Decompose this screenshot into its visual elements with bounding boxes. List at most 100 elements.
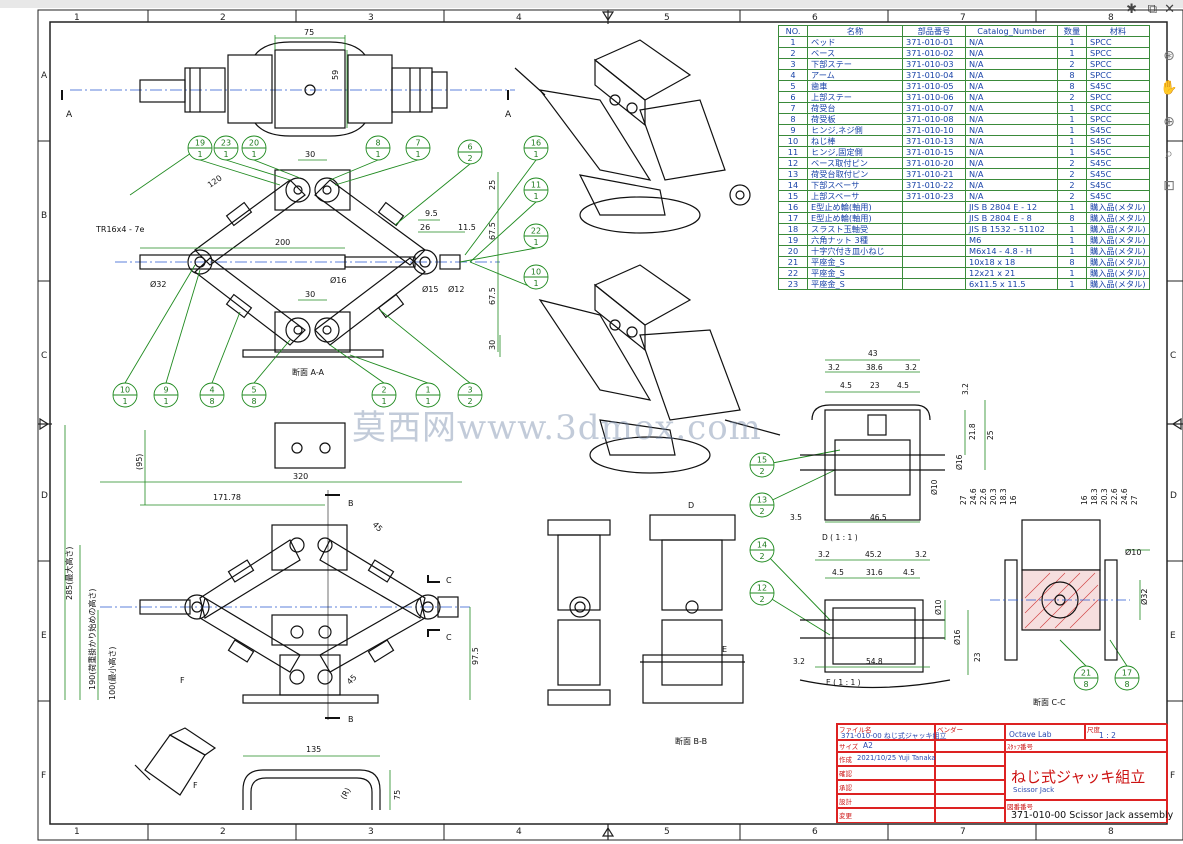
balloon-number: 20	[249, 139, 259, 148]
bom-cell: 平座金_S	[807, 256, 903, 268]
close-icon[interactable]: ✕	[1164, 2, 1175, 17]
balloon-callout: 21	[329, 344, 397, 408]
zone-col-3: 3	[368, 13, 374, 23]
cc-dim-value: 24.6	[1120, 488, 1129, 505]
bom-cell: 20	[778, 245, 808, 257]
bom-cell: SPCC	[1086, 58, 1150, 70]
cut-b-top: B	[348, 499, 354, 508]
top-view-dim-text: 75 59	[304, 28, 340, 80]
bom-cell: 371-010-22	[902, 179, 966, 191]
balloon-leader	[334, 159, 419, 186]
centering-marks	[38, 10, 1183, 840]
dim-30b: 30	[305, 290, 315, 299]
bom-cell: 歯車	[807, 80, 903, 92]
balloon-callout: 62	[394, 139, 483, 226]
balloon-number: 1	[425, 386, 430, 395]
balloon-qty: 8	[251, 397, 256, 406]
bom-cell: 7	[778, 102, 808, 114]
bom-cell: SPCC	[1086, 91, 1150, 103]
tb-vendor2-cell	[1005, 724, 1085, 740]
bom-cell: N/A	[965, 157, 1058, 169]
dim-31-6: 31.6	[866, 568, 883, 577]
top-view	[61, 41, 515, 137]
bom-cell: SPCC	[1086, 36, 1150, 48]
bom-col-part: 部品番号	[902, 25, 966, 37]
zone-labels: 1 2 3 4 5 6 7 8 1 2 3 4 5 6 7 8 A B C D …	[41, 13, 1177, 837]
cc-dim-value: 20.3	[989, 488, 998, 505]
dim-95: (95)	[135, 454, 144, 470]
top-view-dims	[274, 35, 348, 128]
balloon-qty: 1	[375, 150, 380, 159]
dim-3-2c: 3.2	[961, 383, 970, 395]
dim-320: 320	[293, 472, 308, 481]
balloon-leader	[211, 311, 241, 384]
label-detail-d: D ( 1 : 1 )	[822, 533, 858, 542]
cc-dim-value: 18.3	[999, 488, 1008, 505]
bom-cell	[902, 256, 966, 268]
balloon-number: 9	[163, 386, 168, 395]
bom-cell: 2	[1057, 58, 1087, 70]
dim-4-5f: 4.5	[903, 568, 915, 577]
dim-120: 120	[206, 174, 224, 190]
dim-3-2f: 3.2	[793, 657, 805, 666]
tb-title-en: Scissor Jack	[1013, 786, 1055, 794]
tb-size-cell	[837, 740, 935, 752]
tb-staff-cell	[1005, 740, 1168, 752]
cut-c-top: C	[446, 576, 452, 585]
cc-dim-value: 27	[959, 495, 968, 505]
balloon-callout: 191	[187, 135, 281, 186]
tb-staff-label: ｽﾀｯﾌ番号	[1007, 743, 1033, 751]
bom-cell: 371-010-04	[902, 69, 966, 81]
cc-dim-value: 16	[1009, 495, 1018, 505]
bom-cell: 21	[778, 256, 808, 268]
bom-cell: 8	[1057, 256, 1087, 268]
bom-cell: S45C	[1086, 157, 1150, 169]
zone-row-b: B	[41, 211, 47, 221]
zone-col-6: 6	[812, 13, 818, 23]
balloon-leader	[1109, 639, 1128, 667]
balloon-callout: 201	[241, 135, 301, 179]
bom-cell: 1	[778, 36, 808, 48]
tb-empty1	[935, 740, 1005, 752]
tb-dwgno-label: 図番番号	[1007, 803, 1033, 811]
label-section-cc: 断面 C-C	[1033, 697, 1066, 707]
dim-200: 200	[275, 238, 290, 247]
bom-col-no: NO.	[778, 25, 808, 37]
dim-4-5c: 4.5	[840, 381, 852, 390]
zoom-all-icon[interactable]: ⊕	[1163, 114, 1175, 130]
bom-cell: スラスト玉軸受	[807, 223, 903, 235]
bom-cell: SPCC	[1086, 47, 1150, 59]
balloon-number: 16	[531, 139, 541, 148]
bom-cell: 371-010-08	[902, 113, 966, 125]
steering-wheel-icon[interactable]: ⊛	[1163, 48, 1175, 64]
height-max: 285(最大高さ)	[64, 546, 74, 600]
tb-scale-value: 1 : 2	[1099, 731, 1116, 740]
bom-cell: 購入品(メタル)	[1086, 267, 1150, 279]
tb-empty3	[935, 766, 1005, 780]
balloon-number: 3	[467, 386, 472, 395]
restore-icon[interactable]: ⧉	[1147, 2, 1157, 17]
zoom-window-icon[interactable]: ⌕	[1165, 146, 1173, 162]
bom-cell: N/A	[965, 168, 1058, 180]
bom-cell: S45C	[1086, 190, 1150, 202]
bom-cell: 購入品(メタル)	[1086, 256, 1150, 268]
dim-75b: 75	[393, 790, 402, 800]
pin-icon[interactable]: ✱	[1126, 2, 1137, 17]
bom-cell: 1	[1057, 146, 1087, 158]
balloon-leader	[199, 159, 281, 186]
balloon-callout: 161	[464, 135, 549, 256]
bom-cell: ベース	[807, 47, 903, 59]
bom-cell: 下部スペーサ	[807, 179, 903, 191]
balloon-number: 4	[209, 386, 214, 395]
bom-cell	[902, 212, 966, 224]
bom-cell: 六角ナット 3種	[807, 234, 903, 246]
zone-col-8b: 8	[1108, 827, 1114, 837]
zoom-selected-icon[interactable]: ⊡	[1163, 178, 1175, 194]
label-f: F	[180, 676, 185, 685]
bom-cell: S45C	[1086, 179, 1150, 191]
bom-cell: 6x11.5 x 11.5	[965, 278, 1058, 290]
dim-d12: Ø12	[448, 284, 464, 294]
bom-cell: 18	[778, 223, 808, 235]
pan-hand-icon[interactable]: ✋	[1160, 80, 1178, 96]
bom-cell: 15	[778, 190, 808, 202]
